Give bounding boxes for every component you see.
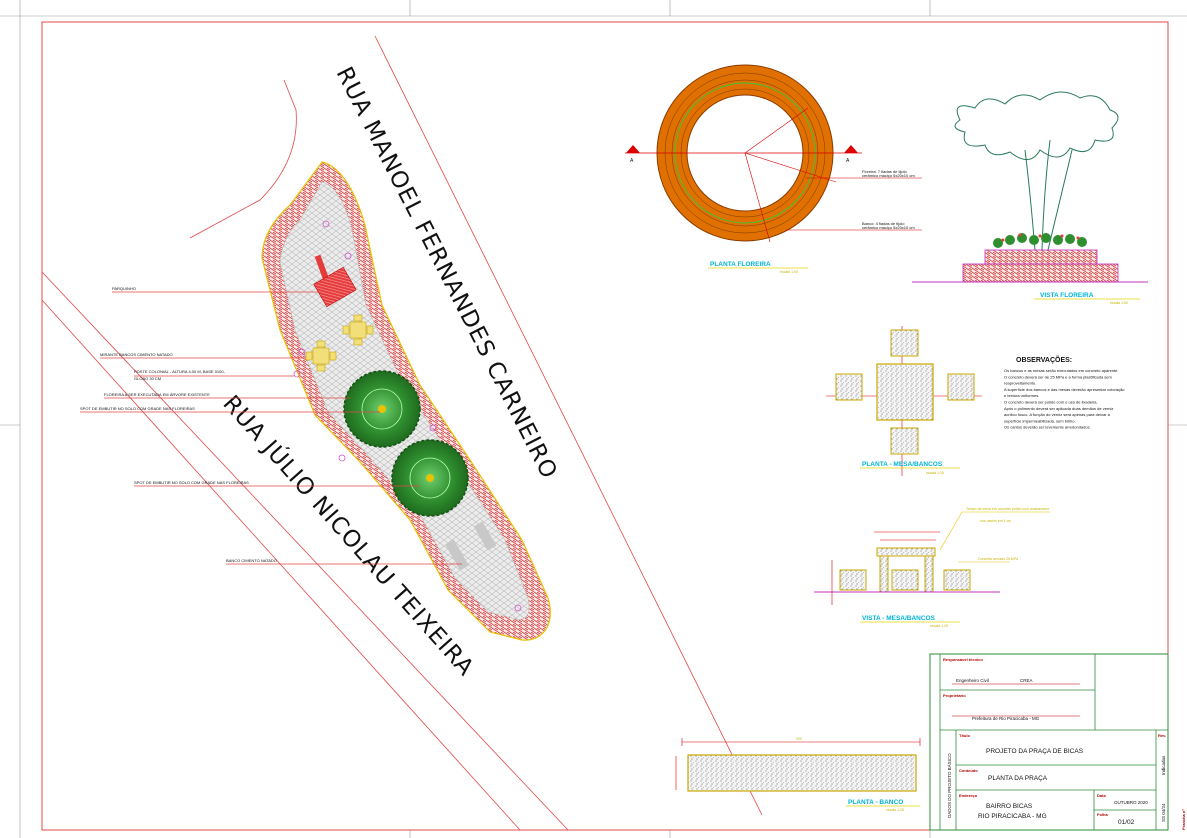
title-block: Responsável técnico Engenheiro Civil CRE…: [929, 653, 1186, 831]
observation-line: Os bancos e as mesas serão executados em…: [1004, 368, 1119, 373]
observation-line: e textura uniformes.: [1004, 393, 1039, 398]
planter-view-scale: escala 1:50: [1110, 301, 1128, 305]
tb-sheet-label: Folha: [1097, 812, 1108, 817]
observations: OBSERVAÇÕES: Os bancos e as mesas serão …: [1004, 355, 1125, 430]
table-view-caption: VISTA - MESA/BANCOS: [862, 615, 936, 622]
table-view-scale: escala 1:25: [930, 624, 948, 628]
tb-address-line1: BAIRRO BICAS: [986, 803, 1033, 810]
label-poste-globo: GLOBO 30 CM: [134, 376, 161, 381]
section-marker-left: A: [630, 158, 634, 164]
tree-icon: [391, 439, 469, 517]
tb-title-label: Título: [959, 733, 970, 738]
street-lines: [41, 35, 763, 831]
label-parquinho: PARQUINHO: [112, 286, 136, 291]
planter-note-2b: cerâmico maciço 5x20x10 cm: [862, 225, 915, 230]
label-poste: POSTE COLONIAL - ALTURA 4,00 M, BASE 010…: [134, 369, 225, 374]
observation-line: acrílico fosco. A função do verniz será …: [1004, 412, 1111, 417]
table-view-note-b: nos cantos em 1 cm: [980, 519, 1011, 523]
label-mirante: MIRANTE BANCOS CIMENTO NATADO: [100, 352, 173, 357]
playground-icon: [313, 254, 357, 308]
tb-rev-label: Rev.: [1158, 733, 1166, 738]
section-marker-right: A: [846, 158, 850, 164]
bench-plan-caption: PLANTA - BANCO: [848, 799, 903, 806]
planter-plan-scale: escala 1:50: [780, 270, 798, 274]
table-view-note-c: Concreto armado 25 MPa: [978, 557, 1018, 561]
lamp-post-icon: [293, 220, 522, 612]
planter-view-caption: VISTA FLOREIRA: [1040, 292, 1094, 299]
table-plan-scale: escala 1:25: [926, 471, 944, 475]
planter-note-1b: cerâmico maciço 5x20x10 cm: [862, 173, 915, 178]
observation-line: superfície impermeabilizada, sem brilho.: [1004, 418, 1076, 423]
bench-plan: 200 PLANTA - BANCO escala 1:25: [675, 737, 921, 812]
tb-resp-label: Responsável técnico: [943, 657, 983, 662]
table-benches-icon: [305, 314, 374, 372]
planter-view: VISTA FLOREIRA escala 1:50: [912, 91, 1148, 305]
observation-line: O concreto deverá ser de 25 MPa e a form…: [1004, 374, 1112, 379]
tb-resp-value: Engenheiro Civil: [956, 678, 989, 683]
tb-side-small: Prancha nº: [1181, 809, 1186, 830]
planter-note-2a: Banco: 4 fiadas de tijolo: [862, 221, 905, 226]
annotation-leaders: [80, 291, 462, 565]
tb-code: SS 04/24: [1161, 803, 1166, 822]
tb-date-value: OUTUBRO 2020: [1114, 800, 1148, 805]
observation-line: Após o polimento deverá ser aplicada dua…: [1004, 406, 1113, 411]
table-view: Tampo da mesa em concreto polido com aca…: [814, 507, 1050, 628]
planter-plan: A A Floreira: 7 fiadas de tijolo cerâmic…: [625, 64, 922, 274]
tree-icon: [343, 370, 421, 448]
observation-line: O concreto deverá ser polido com o uso d…: [1004, 400, 1098, 405]
bench-dimension: 200: [796, 737, 802, 741]
table-view-note-a: Tampo da mesa em concreto polido com aca…: [966, 507, 1049, 511]
tb-content-value: PLANTA DA PRAÇA: [988, 775, 1048, 782]
label-floreira: FLOREIRA A SER EXECUTADA EM ÁRVORE EXIST…: [104, 392, 210, 397]
label-banco: BANCO CIMENTO NATADO: [226, 558, 277, 563]
tb-address-line2: RIO PIRACICABA - MG: [978, 813, 1047, 820]
tb-owner-label: Proprietário: [943, 693, 966, 698]
observation-line: A superfície dos bancos e das mesas deve…: [1004, 387, 1125, 392]
annotations: PARQUINHO MIRANTE BANCOS CIMENTO NATADO …: [80, 286, 277, 563]
planter-plan-caption: PLANTA FLOREIRA: [710, 261, 771, 268]
table-plan-caption: PLANTA - MESA/BANCOS: [862, 461, 943, 468]
tb-side-label: DADOS DO PROJETO BÁSICO: [946, 753, 952, 818]
bench-plan-scale: escala 1:25: [886, 808, 904, 812]
tb-title-value: PROJETO DA PRAÇA DE BICAS: [986, 748, 1084, 755]
label-spot-2: SPOT DE EMBUTIR NO SOLO COM GRADE NAS FL…: [134, 480, 249, 485]
tb-scale-label: Indicadas: [1161, 755, 1166, 775]
tb-date-label: Data: [1097, 793, 1106, 798]
tb-resp-crea: CREA: [1020, 678, 1033, 683]
tb-owner-value: Prefeitura de Rio Piracicaba - MG: [972, 716, 1040, 721]
tb-content-label: Conteúdo: [959, 768, 978, 773]
planter-note-1a: Floreira: 7 fiadas de tijolo: [862, 169, 907, 174]
observations-title: OBSERVAÇÕES:: [1016, 355, 1072, 364]
table-plan: PLANTA - MESA/BANCOS escala 1:25: [826, 326, 982, 476]
label-spot-1: SPOT DE EMBUTIR NO SOLO COM GRADE NAS FL…: [80, 406, 195, 411]
tb-sheet-value: 01/02: [1118, 819, 1135, 826]
tb-address-label: Endereço: [959, 793, 978, 798]
square-plan: [261, 161, 551, 641]
observation-line: reaproveitamento.: [1004, 381, 1036, 386]
observation-line: Os cantos deverão ser levemente arredond…: [1004, 425, 1091, 430]
